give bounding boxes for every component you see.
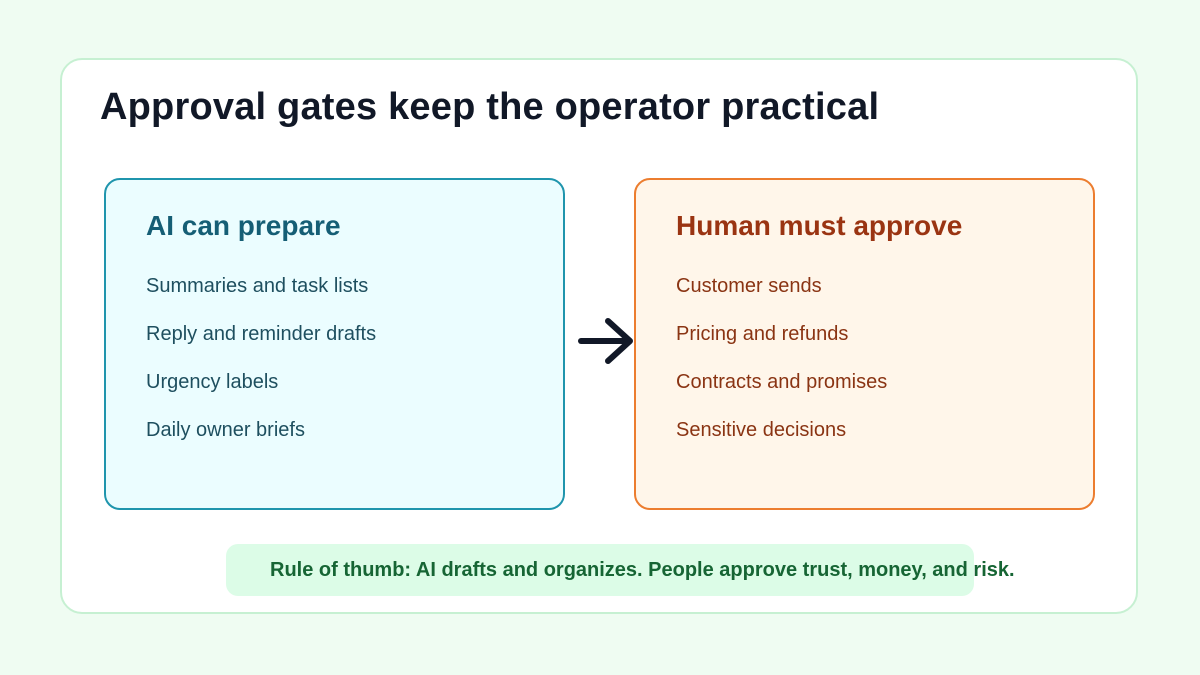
ai-prepare-list: Summaries and task lists Reply and remin…: [146, 274, 376, 466]
rule-of-thumb-text: Rule of thumb: AI drafts and organizes. …: [270, 559, 1015, 581]
ai-prepare-panel: AI can prepare Summaries and task lists …: [104, 178, 565, 510]
human-approve-panel: Human must approve Customer sends Pricin…: [634, 178, 1095, 510]
list-item: Customer sends: [676, 275, 822, 297]
list-item: Urgency labels: [146, 371, 279, 393]
human-approve-heading: Human must approve: [676, 210, 963, 241]
arrow-right-icon: [578, 318, 633, 364]
ai-prepare-heading: AI can prepare: [146, 210, 341, 241]
slide-title: Approval gates keep the operator practic…: [100, 86, 880, 128]
list-item: Reply and reminder drafts: [146, 323, 377, 345]
list-item: Pricing and refunds: [676, 323, 849, 345]
list-item: Contracts and promises: [676, 371, 888, 393]
list-item: Sensitive decisions: [676, 419, 847, 441]
human-approve-list: Customer sends Pricing and refunds Contr…: [676, 274, 887, 466]
list-item: Daily owner briefs: [146, 419, 305, 441]
rule-of-thumb-banner: [226, 544, 974, 596]
list-item: Summaries and task lists: [146, 275, 369, 297]
